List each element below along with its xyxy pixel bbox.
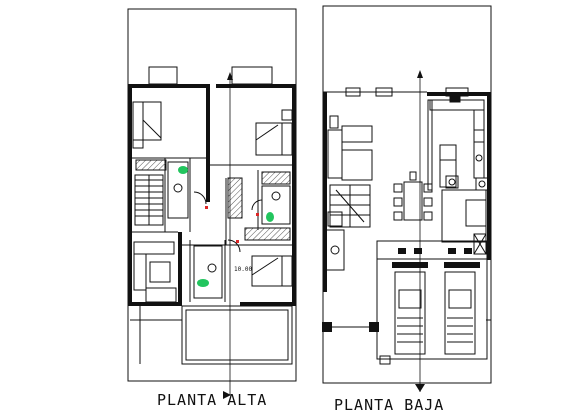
upper-bath-2 — [261, 185, 291, 225]
upper-lot-outline — [127, 8, 297, 382]
upper-terrace — [181, 305, 293, 365]
upper-balcony-left — [148, 66, 178, 85]
lower-exterior-walls — [323, 92, 491, 292]
upper-door-swing — [193, 191, 207, 205]
upper-bath-1 — [167, 161, 189, 219]
upper-stair — [134, 174, 164, 226]
upper-hatched-wall — [135, 159, 167, 171]
planta-alta-label: PLANTA ALTA — [157, 391, 268, 409]
planter-right — [369, 322, 379, 332]
kitchen-counter — [429, 99, 485, 111]
upper-exterior-walls — [128, 84, 296, 306]
dimension-note: 10.00 — [234, 266, 253, 273]
upper-bath-3 — [193, 245, 223, 299]
planta-baja-label: PLANTA BAJA — [334, 396, 445, 414]
planta-baja-plan — [322, 5, 492, 392]
upper-balcony-right — [231, 66, 273, 85]
garage-car-left — [394, 271, 426, 355]
garage-car-right — [444, 271, 476, 355]
upper-toilets — [178, 166, 274, 287]
upper-sofa-set — [133, 241, 177, 303]
upper-door-marks — [205, 206, 259, 243]
lower-stair — [329, 184, 371, 228]
dining-table — [393, 171, 433, 221]
living-sofa — [327, 129, 343, 179]
planta-alta-plan — [127, 8, 297, 399]
lower-bath — [325, 229, 345, 271]
planter-left — [322, 322, 332, 332]
